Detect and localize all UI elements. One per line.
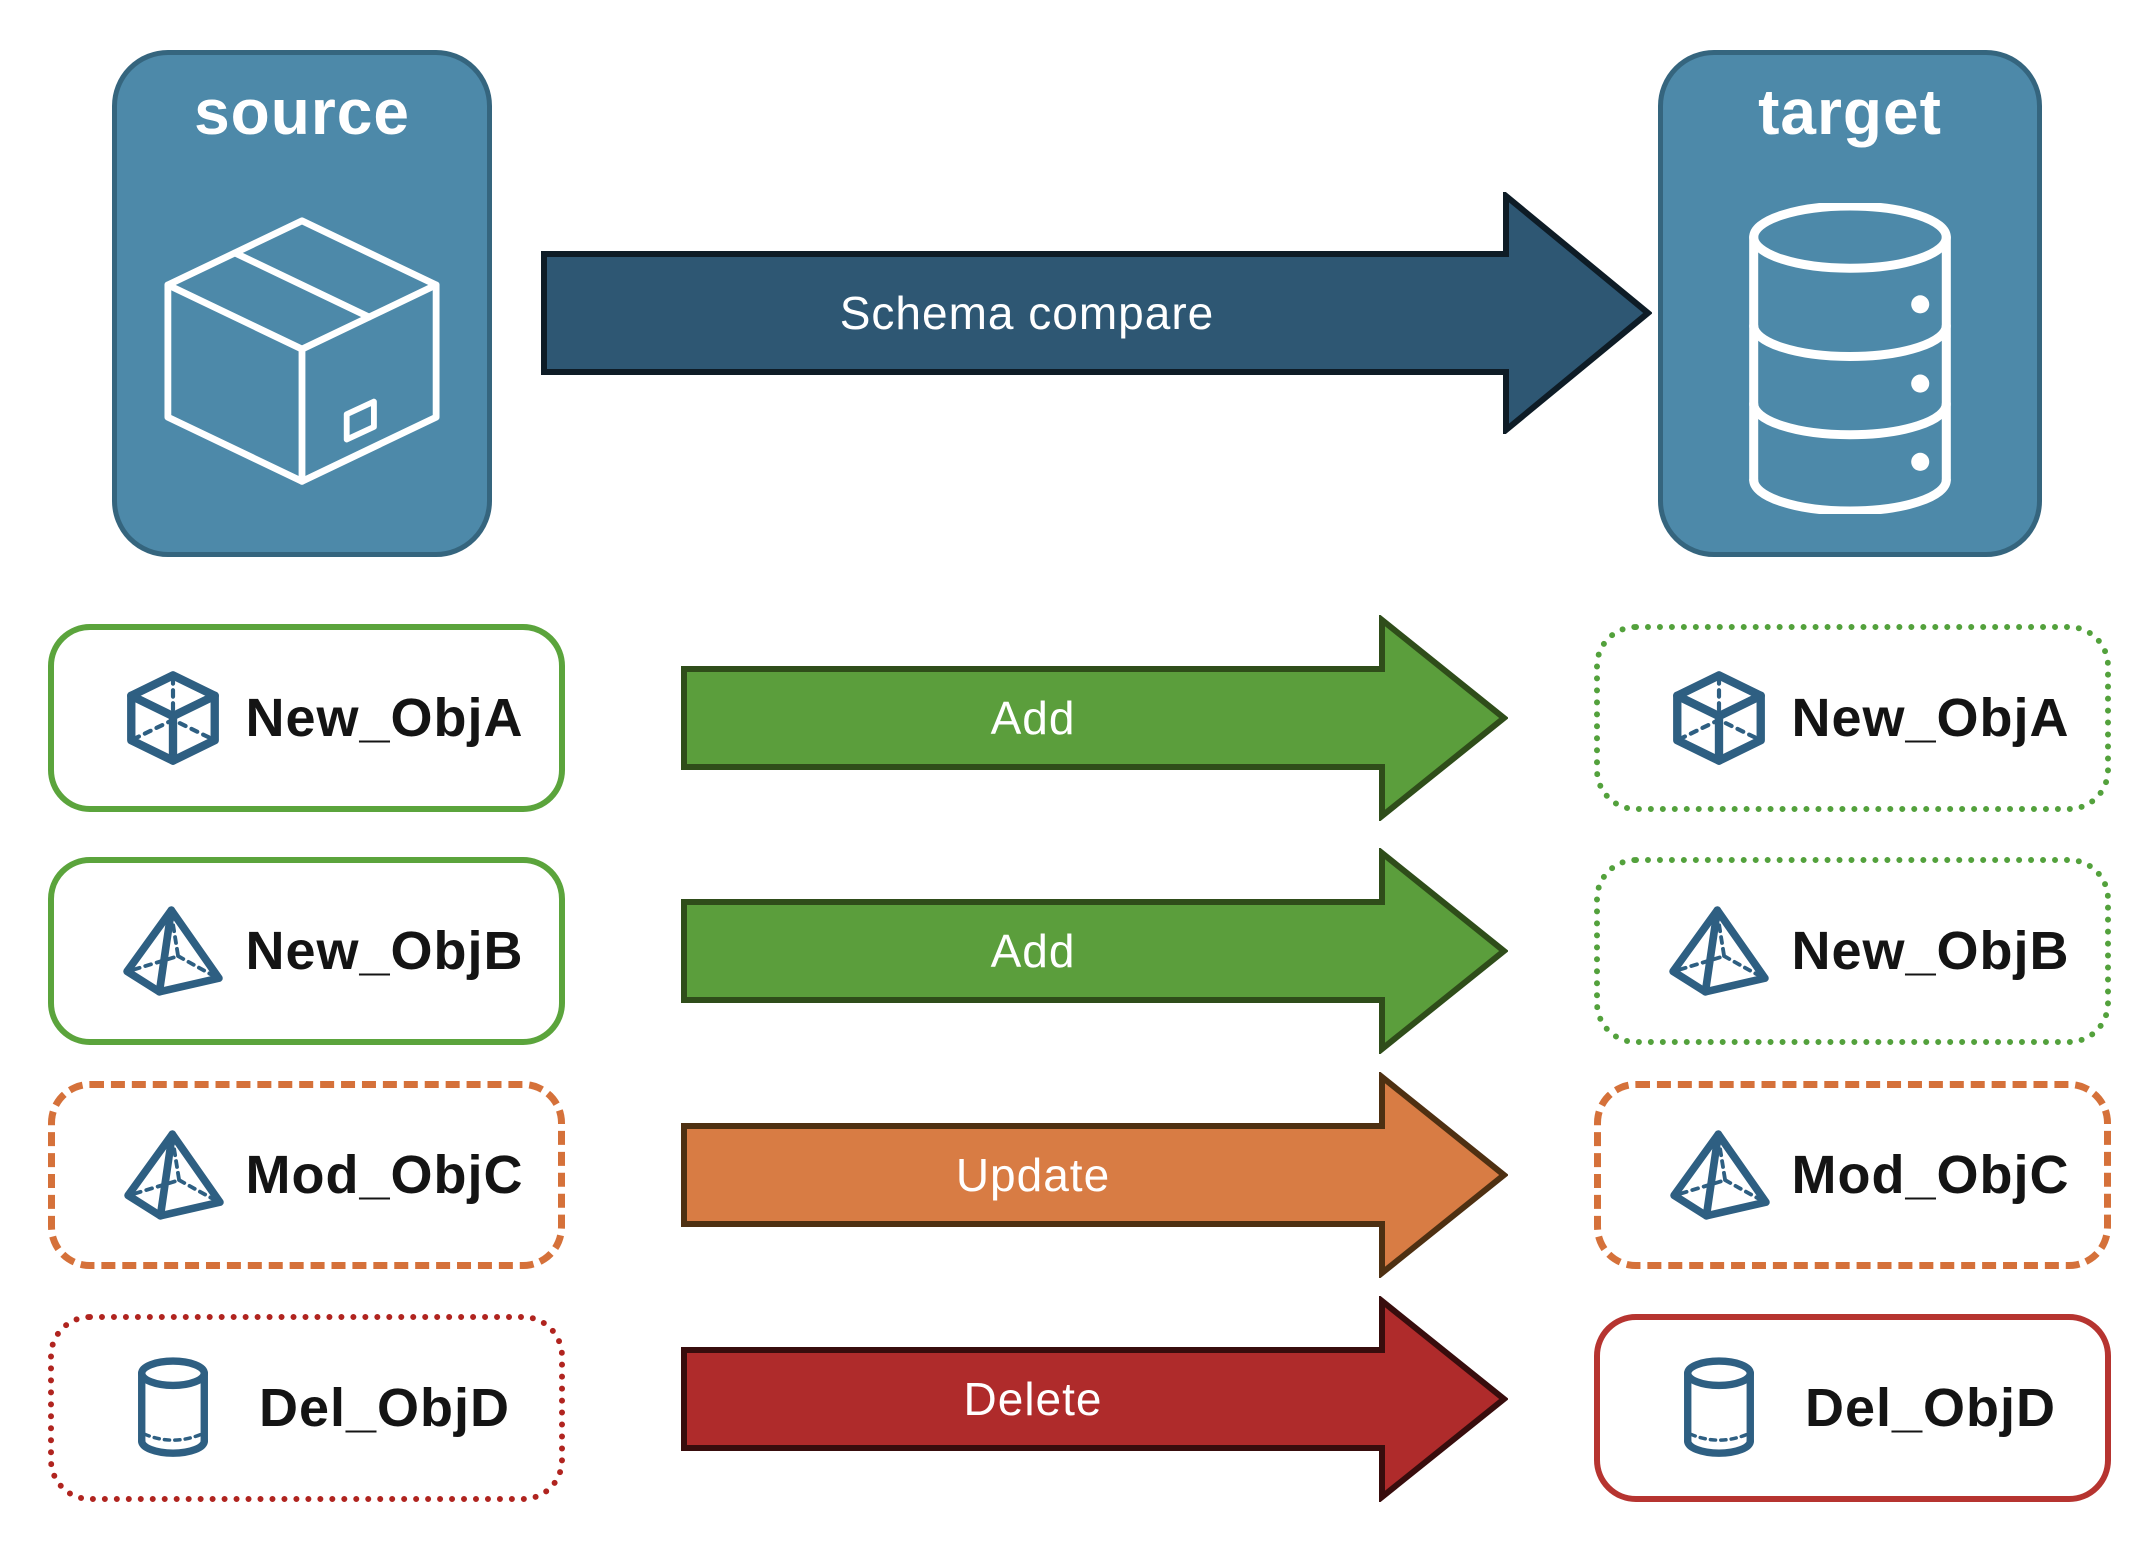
schema-compare-arrow [541,192,1652,434]
update-arrow [681,1072,1508,1278]
cube-icon [127,671,219,765]
source-object-del-objd: Del_ObjD [48,1314,565,1502]
target-node-label: target [1758,76,1942,148]
pyramid-icon [124,1130,224,1220]
add-arrow-row1 [681,615,1508,821]
object-label: Mod_ObjC [1791,1145,2070,1205]
source-object-new-obja: New_ObjA [48,624,565,812]
update-arrow-label: Update [955,1149,1111,1201]
object-label: New_ObjB [245,921,524,981]
target-object-new-obja: New_ObjA [1594,624,2111,812]
source-object-new-objb: New_ObjB [48,857,565,1045]
pyramid-icon [1670,1130,1770,1220]
target-object-new-objb: New_ObjB [1594,857,2111,1045]
package-icon [164,217,440,485]
target-object-mod-objc: Mod_ObjC [1594,1081,2111,1269]
cylinder-icon [1684,1357,1754,1457]
pyramid-icon [1669,906,1769,996]
object-label: New_ObjA [245,688,524,748]
target-object-del-objd: Del_ObjD [1594,1314,2111,1502]
schema-compare-arrow-label: Schema compare [839,287,1215,339]
target-node: target [1658,50,2042,557]
object-label: Del_ObjD [1804,1378,2057,1438]
source-node-label: source [194,76,410,148]
object-label: Del_ObjD [258,1378,511,1438]
source-node: source [112,50,492,557]
cube-icon [1673,671,1765,765]
delete-arrow [681,1296,1508,1502]
source-object-mod-objc: Mod_ObjC [48,1081,565,1269]
cylinder-icon [138,1357,208,1457]
pyramid-icon [123,906,223,996]
object-label: Mod_ObjC [245,1145,524,1205]
delete-arrow-label: Delete [963,1373,1103,1425]
add-arrow-label-row2: Add [990,925,1076,977]
object-label: New_ObjA [1791,688,2070,748]
add-arrow-row2 [681,848,1508,1054]
database-icon [1749,203,1951,514]
object-label: New_ObjB [1791,921,2070,981]
add-arrow-label-row1: Add [990,692,1076,744]
